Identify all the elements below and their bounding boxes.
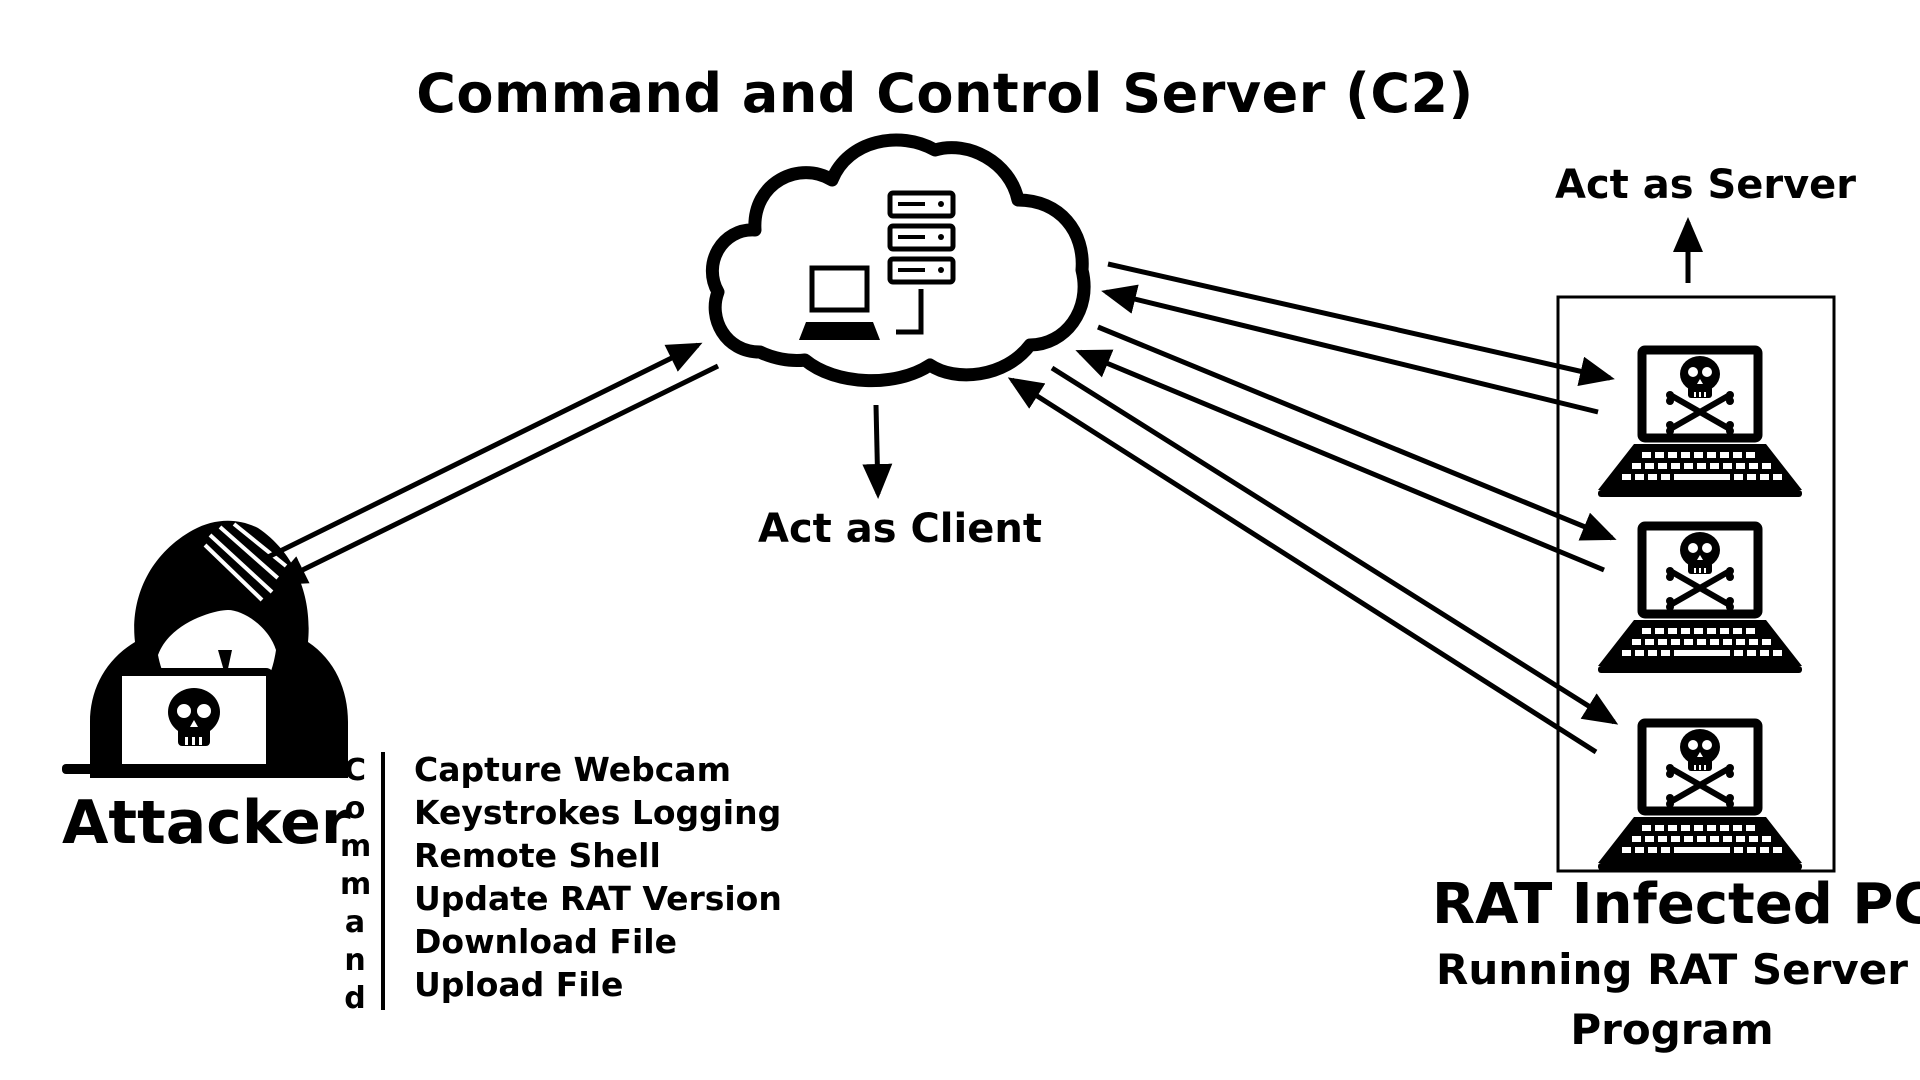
command-list: Capture Webcam Keystrokes Logging Remote… — [414, 748, 782, 1006]
command-item-capture-webcam: Capture Webcam — [414, 750, 731, 789]
command-heading-letter: n — [344, 943, 366, 978]
command-heading-letter: C — [343, 753, 367, 788]
arrow-c2-to-laptop-3 — [1050, 365, 1619, 725]
infected-laptop-2 — [1598, 526, 1802, 673]
rat-infected-pc-subtitle-line2: Program — [1570, 1005, 1774, 1054]
infected-laptop-3 — [1598, 723, 1802, 870]
diagram-title: Command and Control Server (C2) — [416, 62, 1474, 125]
command-item-update-rat-version: Update RAT Version — [414, 879, 782, 918]
rat-infected-pc-subtitle-line1: Running RAT Server — [1436, 945, 1908, 994]
attacker-label: Attacker — [62, 788, 351, 858]
command-item-upload-file: Upload File — [414, 965, 624, 1004]
command-heading-letter: m — [340, 867, 372, 902]
command-item-download-file: Download File — [414, 922, 677, 961]
arrow-c2-to-laptop-1 — [1107, 261, 1615, 386]
command-item-keystrokes-logging: Keystrokes Logging — [414, 793, 782, 832]
arrow-laptop-1-to-c2 — [1101, 284, 1599, 415]
command-heading-letter: m — [340, 829, 372, 864]
arrow-laptop-3-to-c2 — [1007, 377, 1598, 755]
infected-laptop-1 — [1598, 350, 1802, 497]
server-rack-icon — [887, 190, 956, 335]
rat-infected-pc-title: RAT Infected PC — [1432, 872, 1920, 937]
command-heading-letter: a — [344, 905, 366, 940]
act-as-client-label: Act as Client — [758, 506, 1042, 552]
command-heading-letter: o — [344, 791, 366, 826]
arrow-attacker-to-c2 — [260, 342, 703, 563]
rat-infected-pc-box — [1556, 295, 1836, 873]
command-item-remote-shell: Remote Shell — [414, 836, 661, 875]
arrow-act-as-client — [862, 404, 893, 499]
arrow-c2-to-laptop-2 — [1097, 324, 1617, 541]
arrow-c2-to-attacker — [271, 363, 720, 586]
connection-arrows — [260, 217, 1703, 755]
hooded-hacker-icon — [62, 520, 348, 778]
command-divider — [381, 752, 385, 1010]
command-heading-vertical: C o m m a n d — [340, 752, 372, 1018]
arrow-laptop-2-to-c2 — [1075, 349, 1605, 573]
command-heading-letter: d — [344, 981, 366, 1016]
laptop-icon — [799, 265, 880, 340]
act-as-server-label: Act as Server — [1555, 162, 1857, 208]
